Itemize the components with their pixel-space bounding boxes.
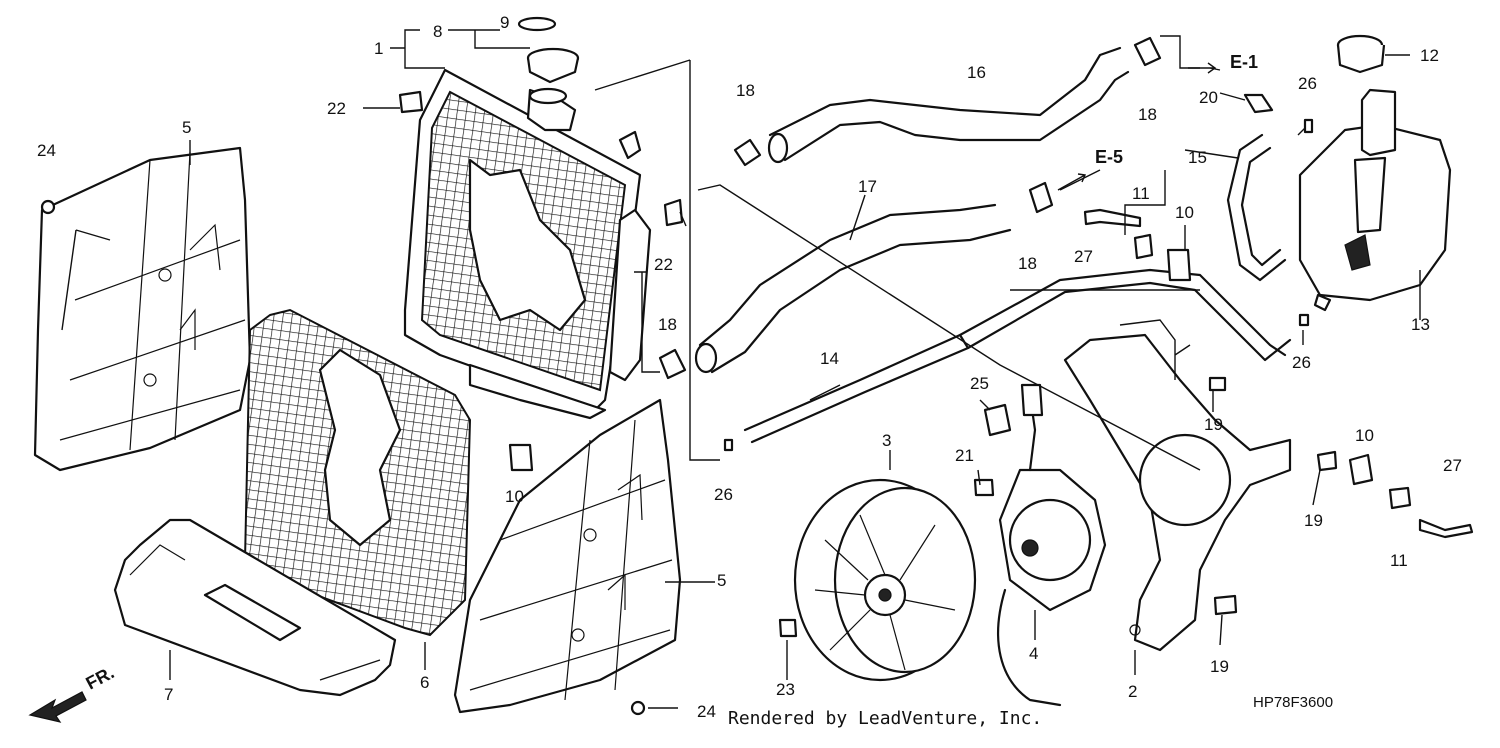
leader-lines [61, 29, 1421, 709]
callout-16: 16 [967, 63, 986, 82]
callout-7: 7 [164, 685, 173, 704]
callout-24-b: 24 [697, 702, 716, 721]
callout-20: 20 [1199, 88, 1218, 107]
callout-1: 1 [374, 39, 383, 58]
callout-27-a: 27 [1074, 247, 1093, 266]
siphon-tube-15 [1226, 133, 1287, 282]
fan-motor [997, 383, 1107, 707]
callout-19-c: 19 [1210, 657, 1229, 676]
callout-26-a: 26 [714, 485, 733, 504]
callout-11-a: 11 [1132, 184, 1150, 203]
callout-25: 25 [970, 374, 989, 393]
callout-6: 6 [420, 673, 429, 692]
callout-24-a: 24 [37, 141, 56, 160]
callout-4: 4 [1029, 644, 1038, 663]
upper-hose-16 [767, 46, 1130, 164]
callout-9: 9 [500, 13, 509, 32]
radiator [403, 68, 652, 420]
radiator-screen [243, 308, 472, 637]
reserve-tank [1298, 88, 1452, 312]
callout-2: 2 [1128, 682, 1137, 701]
callout-18-b: 18 [1138, 105, 1157, 124]
callout-22-b: 22 [654, 255, 673, 274]
direction-label: FR. [82, 662, 117, 693]
callout-27-b: 27 [1443, 456, 1462, 475]
callout-5-left: 5 [182, 118, 191, 137]
callout-18-c: 18 [1018, 254, 1037, 273]
radiator-shroud-left [33, 146, 252, 472]
cooling-fan [793, 478, 977, 682]
callout-8: 8 [433, 22, 442, 41]
callout-26-c: 26 [1292, 353, 1311, 372]
callout-10-b: 10 [1175, 203, 1194, 222]
callout-12: 12 [1420, 46, 1439, 65]
callout-11-b: 11 [1390, 551, 1408, 570]
callout-5-right: 5 [717, 571, 726, 590]
fasteners [40, 36, 1474, 716]
callout-18-d: 18 [658, 315, 677, 334]
credit-text: Rendered by LeadVenture, Inc. [728, 708, 1043, 729]
callout-14: 14 [820, 349, 839, 368]
callout-15: 15 [1188, 148, 1207, 167]
callout-18-a: 18 [736, 81, 755, 100]
ref-arrow-e5 [1057, 173, 1087, 191]
callout-23: 23 [776, 680, 795, 699]
callout-22-a: 22 [327, 99, 346, 118]
ref-e5: E-5 [1095, 147, 1123, 167]
callout-13: 13 [1411, 315, 1430, 334]
callout-3: 3 [882, 431, 891, 450]
bottom-cover [113, 518, 397, 697]
callout-19-a: 19 [1204, 415, 1223, 434]
callout-10-c: 10 [1355, 426, 1374, 445]
ref-arrow-e1 [1188, 62, 1217, 74]
reserve-tank-cap [1336, 34, 1386, 74]
radiator-cap [526, 47, 580, 84]
lower-hose-17 [694, 203, 1012, 374]
callout-19-b: 19 [1304, 511, 1323, 530]
diagram-code: HP78F3600 [1253, 694, 1334, 711]
callout-10-a: 10 [505, 487, 524, 506]
callout-21: 21 [955, 446, 974, 465]
ref-e1: E-1 [1230, 52, 1258, 72]
fan-bracket [1063, 333, 1292, 652]
cap-seal-ring [517, 16, 557, 32]
radiator-shroud-right [453, 398, 682, 714]
front-direction-arrow: FR. [28, 662, 117, 723]
callout-17: 17 [858, 177, 877, 196]
callout-26-b: 26 [1298, 74, 1317, 93]
